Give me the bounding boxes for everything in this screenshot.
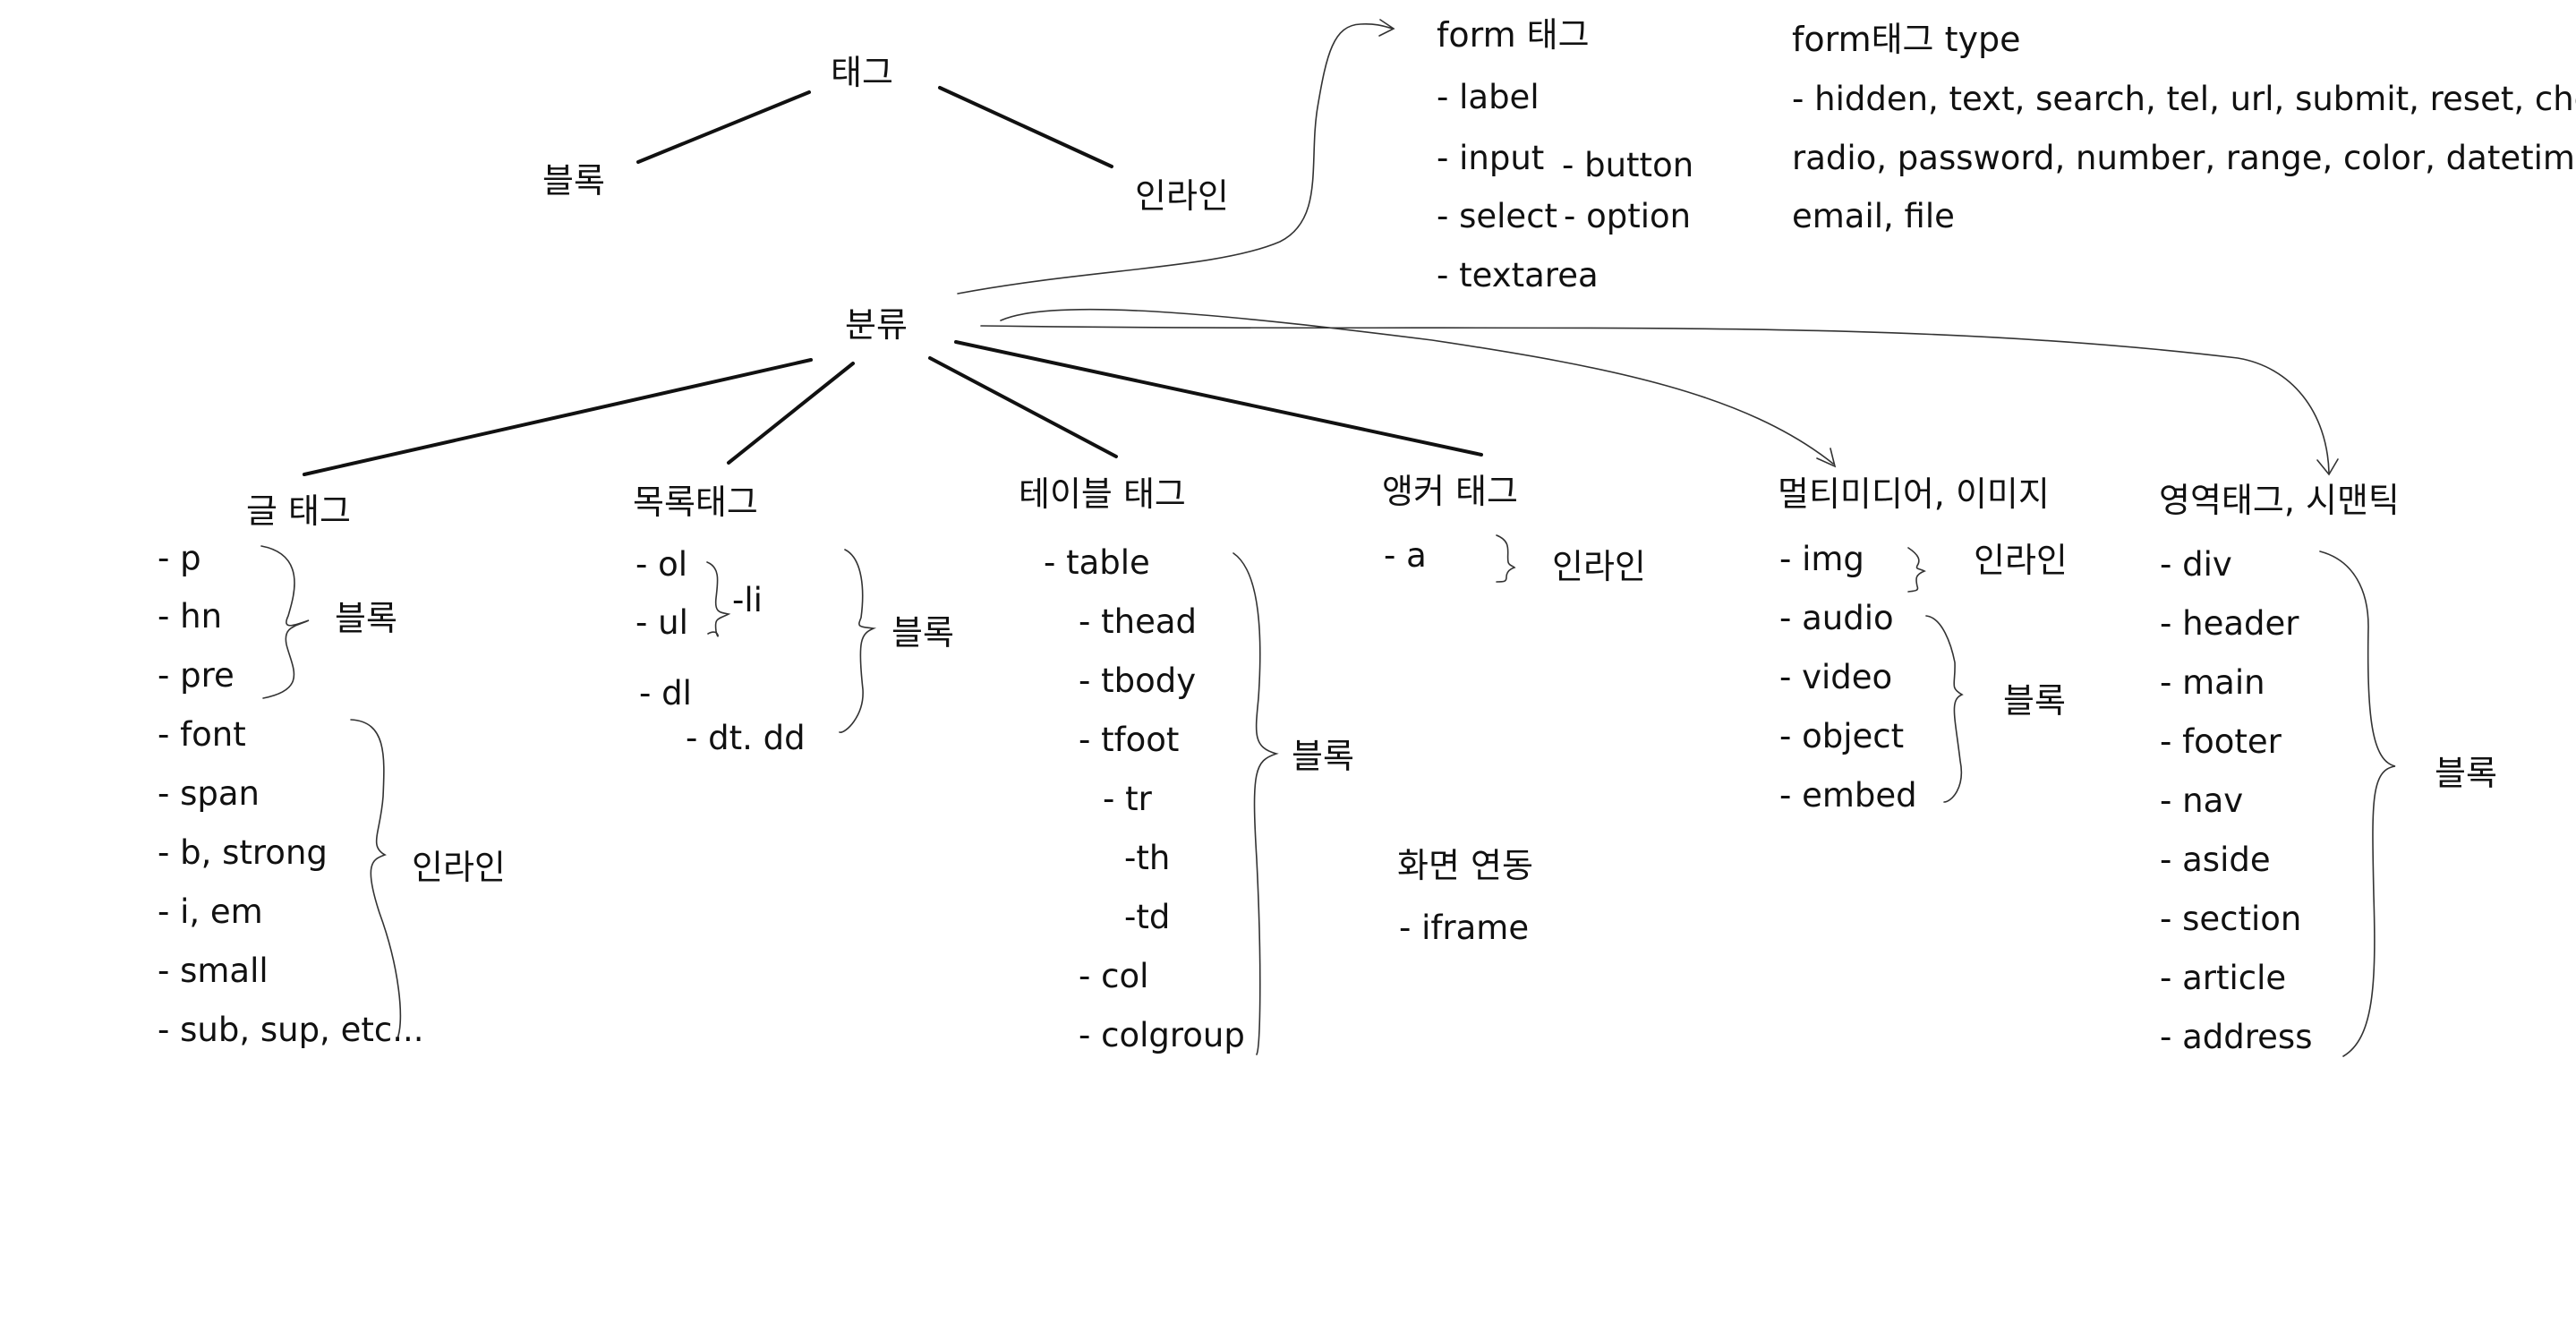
text-block-label: 블록 xyxy=(335,599,397,638)
media-block-label: 블록 xyxy=(2003,681,2066,721)
region-block-label: 블록 xyxy=(2435,754,2497,793)
table-block-brace xyxy=(1233,552,1279,1055)
region-tag-item: - header xyxy=(2160,604,2299,643)
media-inline-label: 인라인 xyxy=(1974,541,2068,580)
table-tag-item: -td xyxy=(1124,898,1171,936)
table-tag-item: - tr xyxy=(1103,780,1152,818)
frame-title: 화면 연동 xyxy=(1397,846,1533,885)
classification-label: 분류 xyxy=(845,305,908,345)
anchor-tags-title: 앵커 태그 xyxy=(1382,472,1518,511)
form-type-title: form태그 type xyxy=(1792,20,2021,59)
table-tag-item: -th xyxy=(1124,839,1171,877)
anchor-inline-brace xyxy=(1496,534,1516,583)
table-tag-item: - thead xyxy=(1079,602,1197,641)
media-tag-item: - audio xyxy=(1779,599,1894,637)
root-label: 태그 xyxy=(831,53,893,92)
media-tag-item: - img xyxy=(1779,540,1864,578)
branch-table-line xyxy=(928,356,1118,458)
form-item-select: - select xyxy=(1437,197,1558,235)
media-tag-item: - video xyxy=(1779,658,1893,696)
media-curve-arrow xyxy=(1000,308,1834,465)
region-tag-item: - section xyxy=(2160,900,2302,938)
table-tags-title: 테이블 태그 xyxy=(1019,474,1186,514)
region-curve-arrow xyxy=(980,325,2330,474)
text-tag-item: - small xyxy=(158,952,269,990)
region-tag-item: - div xyxy=(2160,545,2232,584)
form-curve-arrow xyxy=(957,23,1394,294)
list-tag-item: - dl xyxy=(639,674,692,713)
media-inline-brace xyxy=(1907,547,1926,593)
list-tag-li: -li xyxy=(732,581,763,619)
table-tag-item: - colgroup xyxy=(1079,1016,1245,1054)
text-tag-item: - font xyxy=(158,715,246,754)
root-block-label: 블록 xyxy=(542,161,605,201)
branch-text-line xyxy=(303,358,813,476)
branch-anchor-line xyxy=(954,340,1483,457)
form-arrowhead xyxy=(1378,19,1395,37)
list-tags-title: 목록태그 xyxy=(633,482,758,522)
text-inline-label: 인라인 xyxy=(412,848,506,887)
text-tag-item: - span xyxy=(158,774,260,813)
table-block-label: 블록 xyxy=(1292,737,1354,776)
text-inline-brace xyxy=(350,719,402,1039)
text-tag-item: - hn xyxy=(158,597,223,636)
form-title: form 태그 xyxy=(1437,15,1590,55)
region-tag-item: - footer xyxy=(2160,722,2282,761)
branch-list-line xyxy=(727,362,855,465)
list-li-brace xyxy=(706,561,731,637)
root-inline-label: 인라인 xyxy=(1135,176,1229,216)
text-tag-item: - b, strong xyxy=(158,833,328,872)
form-type-line: email, file xyxy=(1792,197,1955,235)
text-tag-item: - p xyxy=(158,539,201,577)
text-block-brace xyxy=(260,545,310,699)
root-to-inline-line xyxy=(938,86,1113,168)
list-tag-item: - ul xyxy=(635,603,688,642)
form-item-button: - button xyxy=(1562,146,1694,184)
media-arrowhead xyxy=(1816,448,1837,468)
root-to-block-line xyxy=(636,90,811,164)
list-tag-item: - dt. dd xyxy=(686,719,806,757)
table-tag-item: - table xyxy=(1044,543,1150,582)
frame-item: - iframe xyxy=(1399,909,1530,947)
table-tag-item: - tbody xyxy=(1079,662,1197,700)
media-tags-title: 멀티미디어, 이미지 xyxy=(1778,474,2050,514)
form-item-option: - option xyxy=(1564,197,1692,235)
form-item-textarea: - textarea xyxy=(1437,256,1599,294)
text-tag-item: - pre xyxy=(158,656,235,695)
list-tag-item: - ol xyxy=(635,545,688,584)
region-arrowhead xyxy=(2316,458,2339,476)
list-block-label: 블록 xyxy=(891,613,954,653)
form-type-line: radio, password, number, range, color, d… xyxy=(1792,139,2576,177)
media-block-brace xyxy=(1925,615,1964,803)
list-block-brace xyxy=(839,549,877,733)
text-tag-item: - sub, sup, etc... xyxy=(158,1011,424,1049)
region-tag-item: - address xyxy=(2160,1018,2313,1056)
media-tag-item: - object xyxy=(1779,717,1905,755)
form-type-line: - hidden, text, search, tel, url, submit… xyxy=(1792,80,2576,118)
region-tag-item: - nav xyxy=(2160,781,2244,820)
region-tags-title: 영역태그, 시맨틱 xyxy=(2159,481,2400,520)
form-item-label: - label xyxy=(1437,78,1540,116)
form-item-input: - input xyxy=(1437,139,1545,177)
region-tag-item: - main xyxy=(2160,663,2265,702)
anchor-tag-item: - a xyxy=(1384,536,1427,575)
region-tag-item: - article xyxy=(2160,959,2287,997)
media-tag-item: - embed xyxy=(1779,776,1917,815)
table-tag-item: - tfoot xyxy=(1079,721,1180,759)
region-block-brace xyxy=(2319,551,2396,1057)
text-tag-item: - i, em xyxy=(158,892,263,931)
text-tags-title: 글 태그 xyxy=(246,491,351,531)
anchor-inline-label: 인라인 xyxy=(1552,547,1646,586)
table-tag-item: - col xyxy=(1079,957,1149,995)
region-tag-item: - aside xyxy=(2160,841,2271,879)
